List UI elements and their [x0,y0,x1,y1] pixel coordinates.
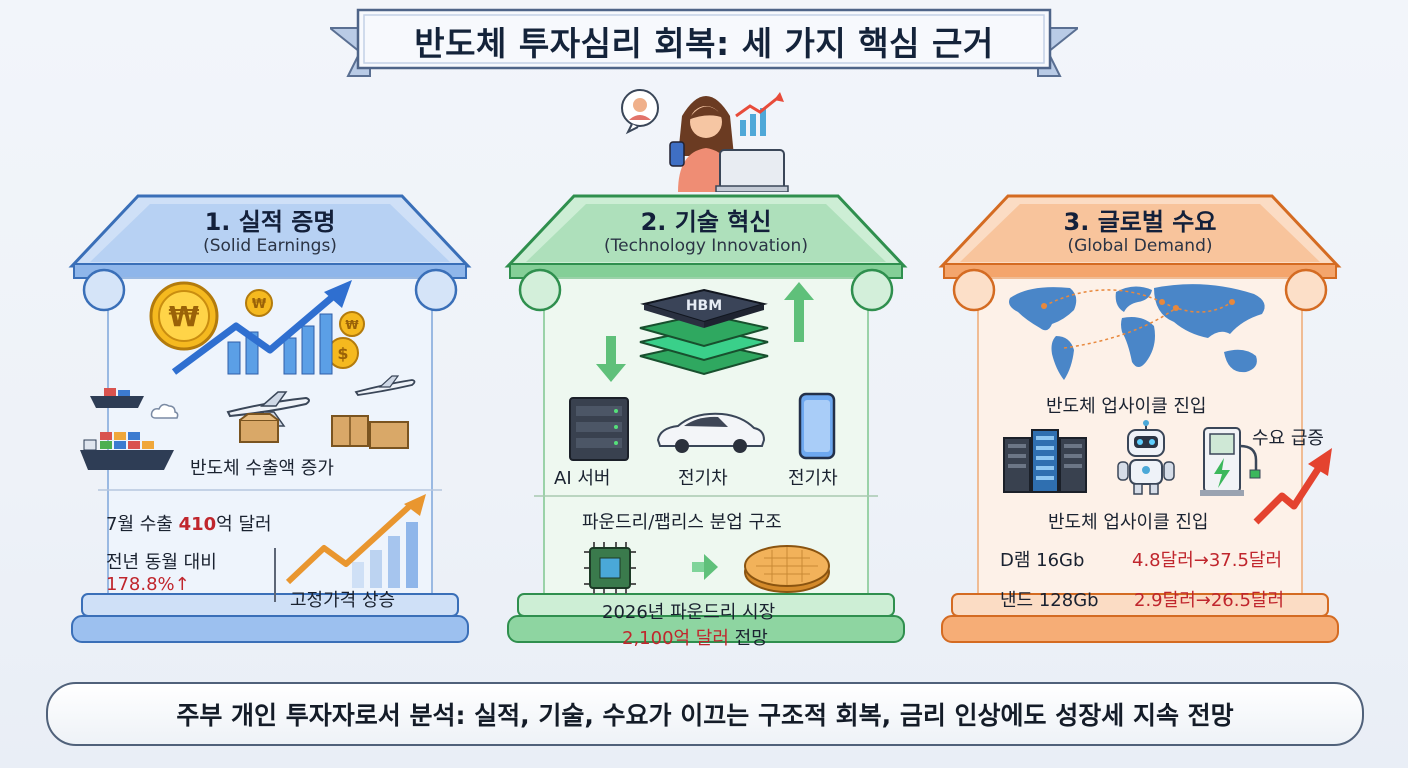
title-ribbon [330,8,1078,77]
divider [274,548,276,602]
nand-label: 낸드 128Gb [1000,590,1099,611]
pillar-global-demand: 3. 글로벌 수요 (Global Demand) 반도체 업사이클 진입 [938,192,1342,652]
up-arrow-icon [784,282,814,342]
pillar-title: 3. 글로벌 수요 [1063,208,1217,236]
chip-icon [584,542,636,594]
won-coin-small-icon: ₩ [245,289,273,317]
hbm-chip-icon: HBM [639,288,769,376]
down-arrow-icon [596,336,626,382]
pillar-subtitle: (Global Demand) [1067,236,1213,256]
summary-footer: 주부 개인 투자자로서 분석: 실적, 기술, 수요가 이끄는 구조적 회복, … [46,682,1364,746]
pillar-title: 1. 실적 증명 [204,208,336,236]
smartphone-icon [798,392,836,460]
yoy-value: 178.8%↑ [106,574,190,595]
pillar-technology-innovation: 2. 기술 혁신 (Technology Innovation) HBM AI … [504,192,908,652]
foundry-market-label: 2026년 파운드리 시장 [602,602,776,623]
svg-text:₩: ₩ [345,318,359,332]
yoy-label: 전년 동월 대비 [106,552,217,573]
svg-text:₩: ₩ [169,300,200,333]
cargo-ship-icon [90,388,144,408]
foundry-market-value: 2,100억 달러 전망 [622,628,768,649]
wafer-icon [744,545,830,593]
device-label-ev-2: 전기차 [788,468,838,489]
right-arrow-icon [692,554,718,580]
svg-text:$: $ [337,344,348,363]
cloud-icon [150,403,179,419]
svg-text:₩: ₩ [252,297,267,312]
airplane-icon [354,375,416,396]
dram-price: 4.8달러→37.5달러 [1132,550,1283,571]
electric-car-icon [656,412,766,453]
rising-arrow-icon [1253,448,1332,525]
package-icon [239,413,279,443]
investor-woman-icon [621,89,789,192]
page-title: 반도체 투자심리 회복: 세 가지 핵심 근거 [414,24,994,63]
pillar-solid-earnings: 1. 실적 증명 (Solid Earnings) ₩ ₩ ₩ $ [68,192,472,652]
rising-bar-chart-icon [171,280,352,375]
pillar-subtitle: (Solid Earnings) [203,236,337,256]
july-export-label: 7월 수출 410억 달러 [106,514,272,535]
export-increase-label: 반도체 수출액 증가 [190,458,334,479]
pillar-frame-orange [938,194,1342,643]
cargo-ship-icon [80,432,174,470]
robot-icon [1117,420,1175,495]
demand-surge-label: 수요 급증 [1252,428,1324,449]
price-rising-chart-icon [285,494,426,588]
server-rack-icon [1003,429,1087,493]
upcycle-label: 반도체 업사이클 진입 [1046,396,1207,417]
fixed-price-label: 고정가격 상승 [290,590,396,611]
device-label-ai-server: AI 서버 [554,468,611,489]
won-coin-small-icon: ₩ [339,311,365,337]
dram-label: D램 16Gb [1000,550,1085,571]
won-coin-icon: ₩ [149,281,219,351]
pillar-subtitle: (Technology Innovation) [604,236,808,256]
package-icon [331,415,409,449]
device-label-ev: 전기차 [678,468,728,489]
ev-charger-icon [1200,427,1261,496]
hbm-label: HBM [686,298,722,314]
world-map-icon [1009,284,1265,380]
nand-price: 2.9달러→26.5달러 [1134,590,1285,611]
foundry-fabless-label: 파운드리/팹리스 분업 구조 [582,512,782,533]
server-icon [569,397,629,461]
pillar-title: 2. 기술 혁신 [640,208,772,236]
upcycle-label-bottom: 반도체 업사이클 진입 [1048,512,1209,533]
